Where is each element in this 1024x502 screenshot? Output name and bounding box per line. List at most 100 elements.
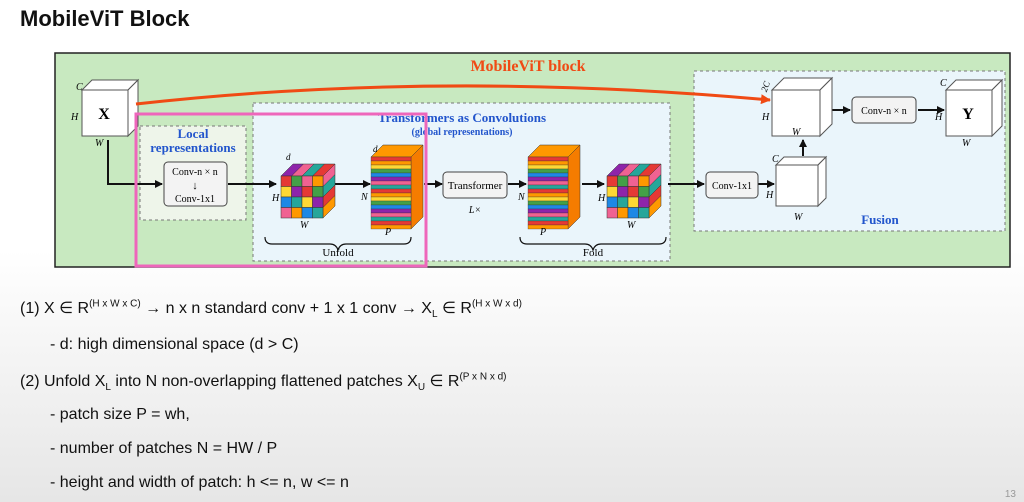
cube-cell <box>617 207 629 219</box>
fusion-cube-lower <box>774 155 828 208</box>
block-title: MobileViT block <box>470 58 585 75</box>
mobilevit-diagram: MobileViT block Transformers as Convolut… <box>54 52 1011 268</box>
cube1-w-label: W <box>300 220 310 231</box>
stack-layer <box>370 196 412 202</box>
cube-cell <box>606 196 618 208</box>
stack-layer <box>527 220 569 226</box>
fusion-conv1x1-label: Conv-1x1 <box>712 181 752 192</box>
output-w-label: W <box>962 138 972 149</box>
output-label: Y <box>962 106 974 123</box>
cube-cell <box>312 196 324 208</box>
bullet-1-1: - d: high dimensional space (d > C) <box>50 336 299 353</box>
cube-cell <box>291 175 303 187</box>
cube-cell <box>638 186 650 198</box>
cube-cell <box>291 196 303 208</box>
cube-cell <box>638 196 650 208</box>
stack-layer <box>527 156 569 162</box>
stack-layer <box>527 208 569 214</box>
fusion-concat-2c-label: 2C <box>759 79 772 93</box>
local-conv-1x1: Conv-1x1 <box>175 194 215 205</box>
stack-layer <box>370 220 412 226</box>
transformers-title: Transformers as Convolutions <box>378 110 546 125</box>
cube-cell <box>291 207 303 219</box>
fusion-label: Fusion <box>861 212 899 227</box>
stack1-d-label: d <box>373 144 378 154</box>
input-cube <box>80 78 140 138</box>
fusion-lower-c-label: C <box>772 154 779 165</box>
page-number: 13 <box>1004 489 1016 500</box>
fold-label: Fold <box>583 247 604 259</box>
fusion-convnn-label: Conv-n × n <box>861 106 907 117</box>
stack-layer <box>370 188 412 194</box>
feature-cube-folded <box>606 163 662 219</box>
stack-layer <box>527 196 569 202</box>
transformer-label: Transformer <box>448 180 503 192</box>
fusion-convnn-box <box>851 96 917 124</box>
stack-side <box>410 144 424 230</box>
stack-layer <box>527 168 569 174</box>
input-c-label: C <box>76 82 83 93</box>
stack1-n-label: N <box>360 192 369 203</box>
cube2-w-label: W <box>627 220 637 231</box>
stack-layer <box>370 180 412 186</box>
cube-cell <box>627 207 639 219</box>
fusion-concat-w-label: W <box>792 127 802 138</box>
cube-cell <box>280 207 292 219</box>
bullet-2: (2) Unfold XL into N non-overlapping fla… <box>20 371 507 394</box>
stack-layer <box>527 204 569 210</box>
cube-cell <box>638 175 650 187</box>
stack-layer <box>527 192 569 198</box>
cube-cell <box>606 175 618 187</box>
cube-cell <box>627 196 639 208</box>
stack-layer <box>370 176 412 182</box>
fusion-lower-w-label: W <box>794 212 804 223</box>
stack-layer <box>370 200 412 206</box>
patch-stack-unfolded <box>370 144 424 230</box>
cube-cell <box>312 186 324 198</box>
bullet-2-2: - number of patches N = HW / P <box>50 440 278 457</box>
arrow-input-local <box>107 140 163 188</box>
fusion-lower-h-label: H <box>765 190 774 201</box>
local-conv-box <box>163 161 228 207</box>
local-conv-arrow: ↓ <box>192 180 198 192</box>
cube-cell <box>301 186 313 198</box>
fold-brace <box>519 236 667 252</box>
fusion-cube-concat <box>770 76 834 138</box>
cube-cell <box>606 207 618 219</box>
highlight-box <box>134 112 428 268</box>
stack-layer <box>527 172 569 178</box>
transformer-box <box>442 171 508 199</box>
cube-cell <box>627 186 639 198</box>
fusion-concat-h-label: H <box>761 112 770 123</box>
stack-layer <box>370 164 412 170</box>
cube-cell <box>301 207 313 219</box>
stack-layer <box>527 180 569 186</box>
stack-layer <box>527 176 569 182</box>
cube1-d-label: d <box>286 152 291 162</box>
cube2-h-label: H <box>597 193 606 204</box>
stack-layer <box>370 192 412 198</box>
cube-cell <box>617 196 629 208</box>
cube-cell <box>312 175 324 187</box>
output-h-label: H <box>934 112 943 123</box>
input-label: X <box>98 106 110 123</box>
cube-cell <box>617 186 629 198</box>
stack-layer <box>370 204 412 210</box>
cube-cell <box>301 175 313 187</box>
stack-layer <box>527 212 569 218</box>
cube-cell <box>280 196 292 208</box>
cube-cell <box>606 186 618 198</box>
cube-cell <box>301 196 313 208</box>
output-c-label: C <box>940 78 947 89</box>
slide-title: MobileViT Block <box>20 6 190 31</box>
unfold-brace <box>264 236 412 252</box>
unfold-label: Unfold <box>322 247 354 259</box>
stack-layer <box>370 168 412 174</box>
transformers-subtitle: (global representations) <box>411 127 512 138</box>
stack1-p-label: P <box>384 227 391 238</box>
stack-layer <box>370 172 412 178</box>
input-h-label: H <box>70 112 79 123</box>
stack-layer <box>370 224 412 230</box>
stack-layer <box>527 216 569 222</box>
stack-layer <box>527 164 569 170</box>
